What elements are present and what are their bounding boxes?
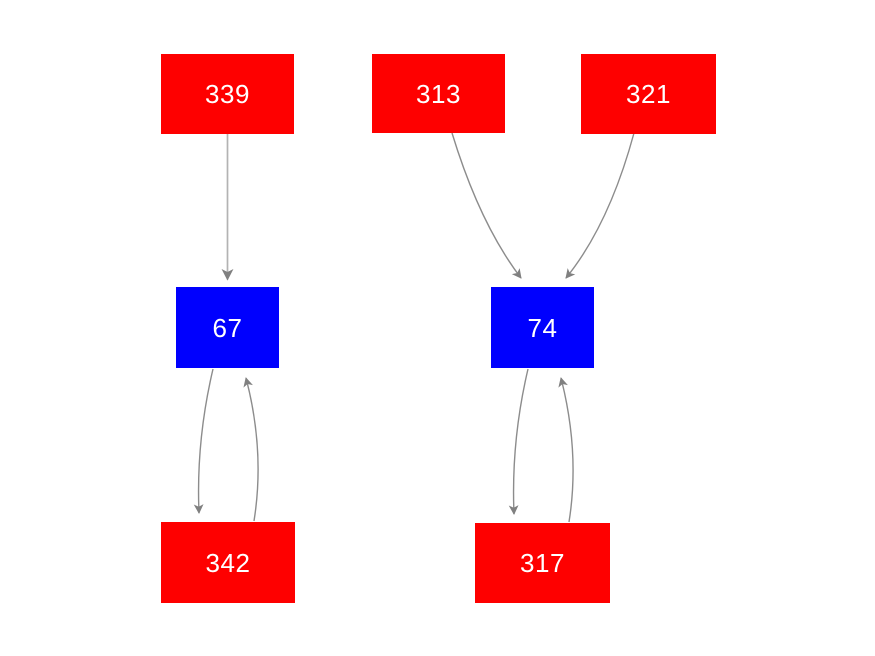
node-label: 342	[205, 547, 251, 578]
node-321[interactable]: 321	[581, 54, 716, 134]
node-label: 317	[520, 548, 565, 578]
edge-321-to-74	[565, 132, 635, 279]
node-313[interactable]: 313	[372, 54, 505, 133]
edge-342-to-67	[243, 377, 259, 522]
edge-317-to-74	[558, 377, 574, 523]
node-label: 313	[416, 78, 461, 109]
node-342[interactable]: 342	[161, 522, 295, 603]
node-label: 67	[212, 312, 243, 343]
edge-313-to-74	[451, 132, 522, 279]
node-74[interactable]: 74	[491, 287, 594, 368]
node-label: 339	[205, 79, 250, 109]
edge-67-to-342	[193, 368, 214, 514]
node-67[interactable]: 67	[176, 287, 279, 368]
node-label: 321	[626, 79, 671, 109]
node-label: 74	[527, 312, 558, 343]
edge-74-to-317	[508, 368, 529, 515]
node-317[interactable]: 317	[475, 523, 610, 603]
node-339[interactable]: 339	[161, 54, 294, 134]
